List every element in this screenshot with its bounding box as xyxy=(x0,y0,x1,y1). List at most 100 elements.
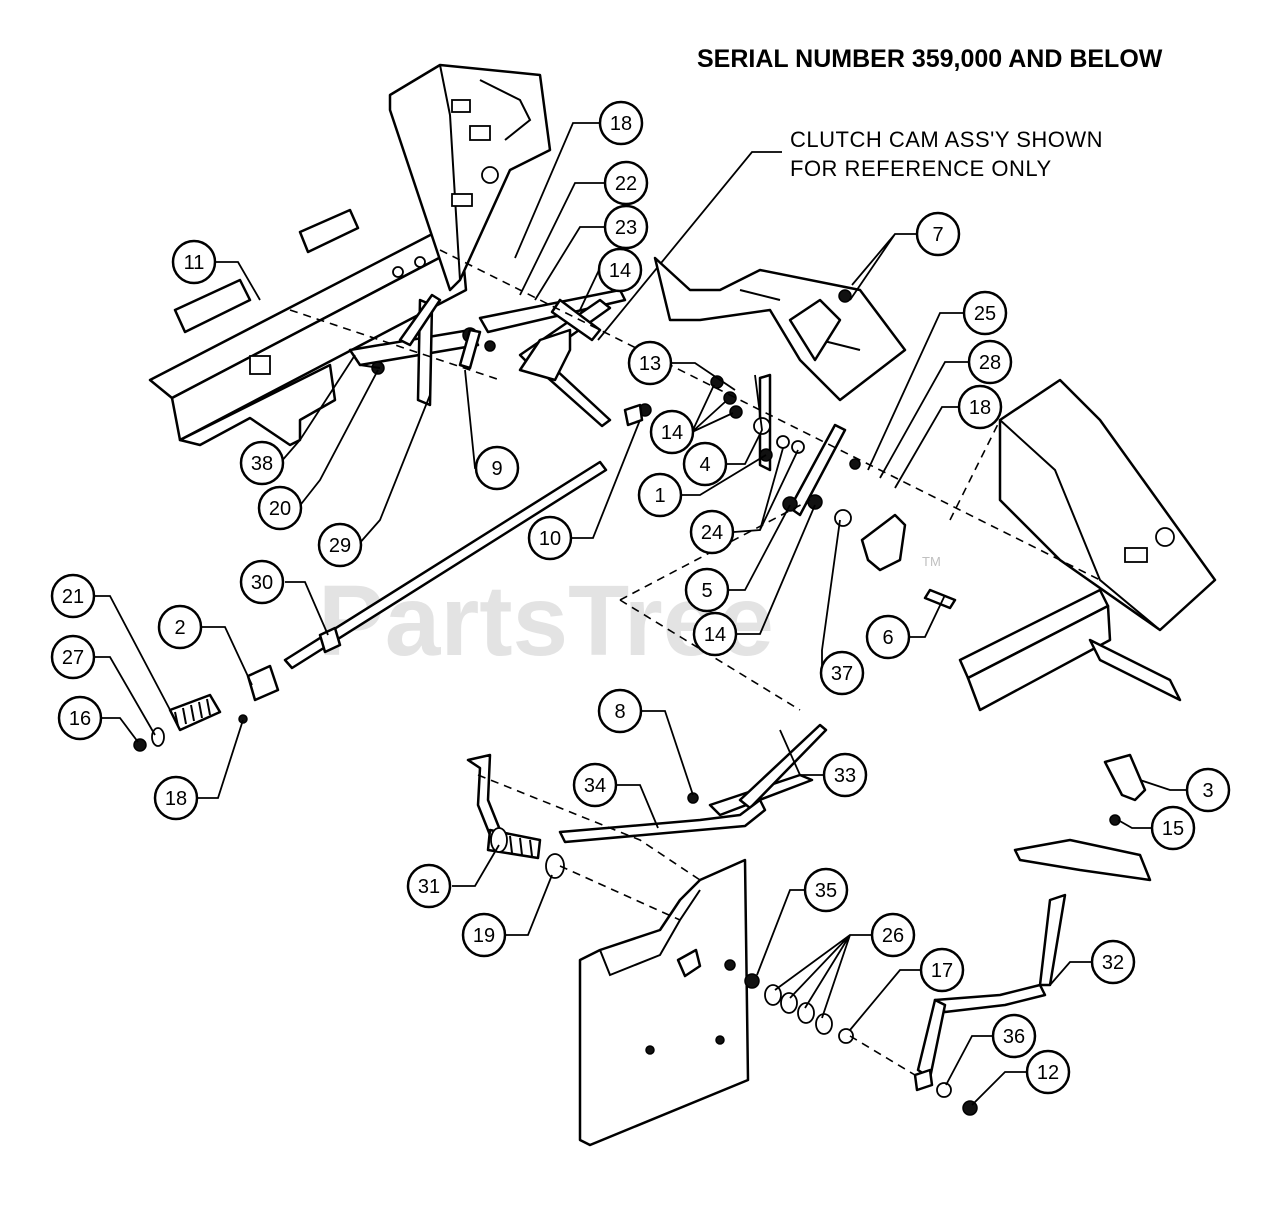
callout-label: 5 xyxy=(701,580,712,602)
ref-line-e xyxy=(559,865,681,921)
callout-circle xyxy=(689,509,735,555)
callout-circle xyxy=(822,752,868,798)
ref-line-d xyxy=(477,774,701,881)
callout-circle xyxy=(684,567,730,613)
callout-label: 21 xyxy=(62,586,84,608)
reference-note-line2: FOR REFERENCE ONLY xyxy=(790,156,1052,181)
callout-30: 30 xyxy=(239,559,285,605)
callout-37: 37 xyxy=(819,650,865,696)
callout-circle xyxy=(597,247,643,293)
callout-label: 11 xyxy=(184,252,205,274)
callout-label: 9 xyxy=(491,458,502,480)
callout-label: 22 xyxy=(615,173,637,195)
callout-label: 4 xyxy=(699,454,710,476)
callout-label: 36 xyxy=(1003,1026,1025,1048)
callout-circle xyxy=(157,604,203,650)
cross-shafts xyxy=(348,288,627,428)
callout-3: 3 xyxy=(1185,767,1231,813)
leader-lines xyxy=(93,122,1187,1106)
callout-circle xyxy=(598,100,644,146)
callout-label: 14 xyxy=(704,624,726,646)
callout-circle xyxy=(637,472,683,518)
callout-4: 4 xyxy=(682,441,728,487)
serial-number-note: SERIAL NUMBER 359,000 AND BELOW xyxy=(697,45,1163,73)
callout-label: 3 xyxy=(1202,780,1213,802)
callout-32: 32 xyxy=(1090,939,1136,985)
callout-circle xyxy=(819,650,865,696)
callout-circle xyxy=(692,611,738,657)
ref-line-b xyxy=(619,499,811,601)
callout-circle xyxy=(57,695,103,741)
callout-label: 27 xyxy=(62,647,84,669)
callout-10: 10 xyxy=(527,515,573,561)
callout-29: 29 xyxy=(317,522,363,568)
callout-circle xyxy=(153,775,199,821)
callout-18: 18 xyxy=(957,384,1003,430)
callout-17: 17 xyxy=(919,947,965,993)
callout-label: 17 xyxy=(931,960,953,982)
callout-label: 15 xyxy=(1162,818,1184,840)
callout-8: 8 xyxy=(597,688,643,734)
callout-23: 23 xyxy=(603,204,649,250)
callout-circle xyxy=(627,340,673,386)
callout-label: 14 xyxy=(609,260,631,282)
callout-circle xyxy=(461,912,507,958)
callout-34: 34 xyxy=(572,762,618,808)
lift-linkage xyxy=(466,723,828,879)
callout-label: 24 xyxy=(701,522,723,544)
callout-label: 33 xyxy=(834,765,856,787)
callout-label: 28 xyxy=(979,352,1001,374)
callout-label: 25 xyxy=(974,303,996,325)
callout-circle xyxy=(572,762,618,808)
callout-label: 14 xyxy=(661,422,683,444)
callout-label: 7 xyxy=(932,224,943,246)
callout-circle xyxy=(962,290,1008,336)
callout-circle xyxy=(597,688,643,734)
callout-circle xyxy=(406,863,452,909)
callout-label: 19 xyxy=(473,925,495,947)
callout-28: 28 xyxy=(967,339,1013,385)
callout-circle xyxy=(257,485,303,531)
callout-22: 22 xyxy=(603,160,649,206)
callout-circle xyxy=(603,204,649,250)
callout-14: 14 xyxy=(649,409,695,455)
callout-circle xyxy=(870,912,916,958)
callout-circle xyxy=(803,867,849,913)
callout-35: 35 xyxy=(803,867,849,913)
frame-left-rail xyxy=(148,208,468,447)
callout-circle xyxy=(317,522,363,568)
callout-label: 34 xyxy=(584,775,606,797)
callout-label: 31 xyxy=(418,876,440,898)
callout-circle xyxy=(1150,805,1196,851)
callout-label: 13 xyxy=(639,353,661,375)
callout-circle xyxy=(1090,939,1136,985)
callout-label: 6 xyxy=(882,627,893,649)
callout-label: 38 xyxy=(251,453,273,475)
callout-33: 33 xyxy=(822,752,868,798)
callout-31: 31 xyxy=(406,863,452,909)
callout-11: 11 xyxy=(171,239,217,285)
ref-line-f xyxy=(849,1035,916,1076)
callout-14: 14 xyxy=(692,611,738,657)
callout-circle xyxy=(527,515,573,561)
callout-25: 25 xyxy=(962,290,1008,336)
dash-tower xyxy=(388,63,552,292)
callout-7: 7 xyxy=(915,211,961,257)
callout-13: 13 xyxy=(627,340,673,386)
callout-18: 18 xyxy=(598,100,644,146)
callout-18: 18 xyxy=(153,775,199,821)
callout-circle xyxy=(239,440,285,486)
shift-lever-assembly xyxy=(913,753,1152,1116)
callout-label: 32 xyxy=(1102,952,1124,974)
washer-stack xyxy=(744,973,854,1044)
callout-label: 18 xyxy=(610,113,632,135)
callout-circle xyxy=(957,384,1003,430)
frame-right-rail xyxy=(958,378,1217,712)
callout-circle xyxy=(474,445,520,491)
main-bracket xyxy=(653,256,907,402)
callout-label: 18 xyxy=(165,788,187,810)
center-linkage xyxy=(623,373,957,610)
callout-circle xyxy=(50,573,96,619)
callout-circle xyxy=(682,441,728,487)
